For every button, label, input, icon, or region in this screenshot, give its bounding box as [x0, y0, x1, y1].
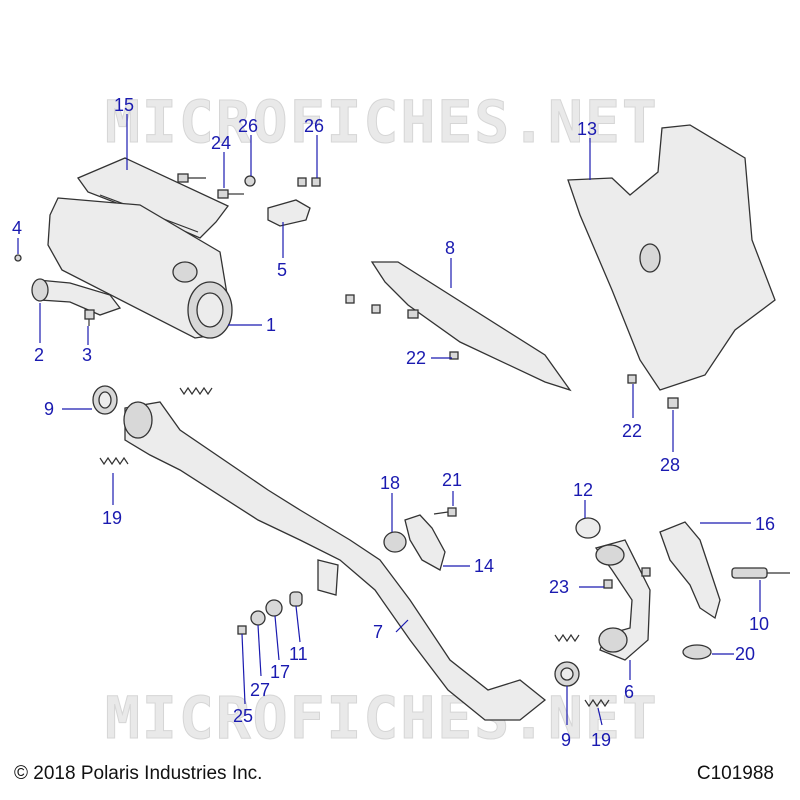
- part-18-grommet: [383, 531, 407, 553]
- callout-5: 5: [277, 260, 287, 280]
- watermark-bottom: MICROFICHES.NET: [105, 684, 659, 752]
- callout-26-right: 26: [304, 116, 324, 136]
- callout-22-mid: 22: [406, 348, 426, 368]
- part-19-spring-bottom: [584, 698, 610, 708]
- diagram-code: C101988: [696, 763, 774, 784]
- part-10-o2-sensor: [731, 567, 790, 579]
- part-3-bolt: [84, 309, 95, 326]
- callout-6: 6: [624, 682, 634, 702]
- part-16-elbow-heat-shield: [659, 521, 721, 620]
- callout-10: 10: [749, 614, 769, 634]
- callout-19-bottom: 19: [591, 730, 611, 750]
- part-26-nut-left: [244, 175, 256, 187]
- part-19-spring-top: [179, 386, 213, 396]
- callout-labels: 15 26 26 24 5 4 2 3 1 8 22 13 22 28 9 19…: [12, 95, 775, 750]
- part-23-stud: [603, 579, 613, 589]
- part-27-washer: [250, 610, 266, 626]
- part-19-spring-mid: [554, 633, 580, 643]
- part-12-gasket: [575, 517, 601, 539]
- callout-7: 7: [373, 622, 383, 642]
- callout-2: 2: [34, 345, 44, 365]
- callout-8: 8: [445, 238, 455, 258]
- part-19-spring-left: [99, 456, 129, 466]
- callout-20: 20: [735, 644, 755, 664]
- callout-14: 14: [474, 556, 494, 576]
- part-21-bolt: [433, 507, 457, 517]
- callout-9-top: 9: [44, 399, 54, 419]
- callout-24: 24: [211, 133, 231, 153]
- part-5-bracket: [267, 199, 311, 227]
- part-11-spacer: [289, 591, 303, 607]
- part-22-clip-right: [627, 374, 637, 384]
- part-8-bolts: [345, 294, 459, 360]
- callout-26-left: 26: [238, 116, 258, 136]
- part-14-bracket: [404, 514, 446, 571]
- callout-15: 15: [114, 95, 134, 115]
- part-26-clips-right: [297, 177, 321, 187]
- callout-16: 16: [755, 514, 775, 534]
- part-28-nut: [667, 397, 679, 409]
- callout-28: 28: [660, 455, 680, 475]
- watermark-top: MICROFICHES.NET: [105, 88, 659, 156]
- callout-9-bottom: 9: [561, 730, 571, 750]
- part-9-gasket-bottom: [554, 661, 580, 687]
- callout-19-left: 19: [102, 508, 122, 528]
- part-1-muffler: [47, 197, 233, 339]
- part-24-bolts: [177, 173, 244, 199]
- part-8-heat-shield: [370, 261, 572, 392]
- callout-25: 25: [233, 706, 253, 726]
- callout-18: 18: [380, 473, 400, 493]
- part-9-gasket-top: [92, 385, 118, 415]
- callout-1: 1: [266, 315, 276, 335]
- part-20-clamp: [682, 644, 712, 660]
- part-7-head-pipe: [123, 401, 547, 721]
- part-13-large-heat-shield: [567, 124, 776, 391]
- callout-12: 12: [573, 480, 593, 500]
- part-4-rivet: [14, 254, 22, 262]
- part-23-stud-right: [641, 567, 651, 577]
- callout-21: 21: [442, 470, 462, 490]
- callout-17: 17: [270, 662, 290, 682]
- callout-11: 11: [289, 644, 308, 664]
- callout-23: 23: [549, 577, 569, 597]
- callout-13: 13: [577, 119, 597, 139]
- callout-22-right: 22: [622, 421, 642, 441]
- leader-lines: [17, 114, 761, 726]
- copyright-text: © 2018 Polaris Industries Inc.: [14, 763, 263, 784]
- part-17-washer: [265, 599, 283, 617]
- callout-3: 3: [82, 345, 92, 365]
- part-6-exhaust-elbow: [594, 539, 651, 661]
- part-2-muffler-inlet: [31, 278, 122, 316]
- part-25-nut: [237, 625, 247, 635]
- callout-4: 4: [12, 218, 22, 238]
- callout-27: 27: [250, 680, 270, 700]
